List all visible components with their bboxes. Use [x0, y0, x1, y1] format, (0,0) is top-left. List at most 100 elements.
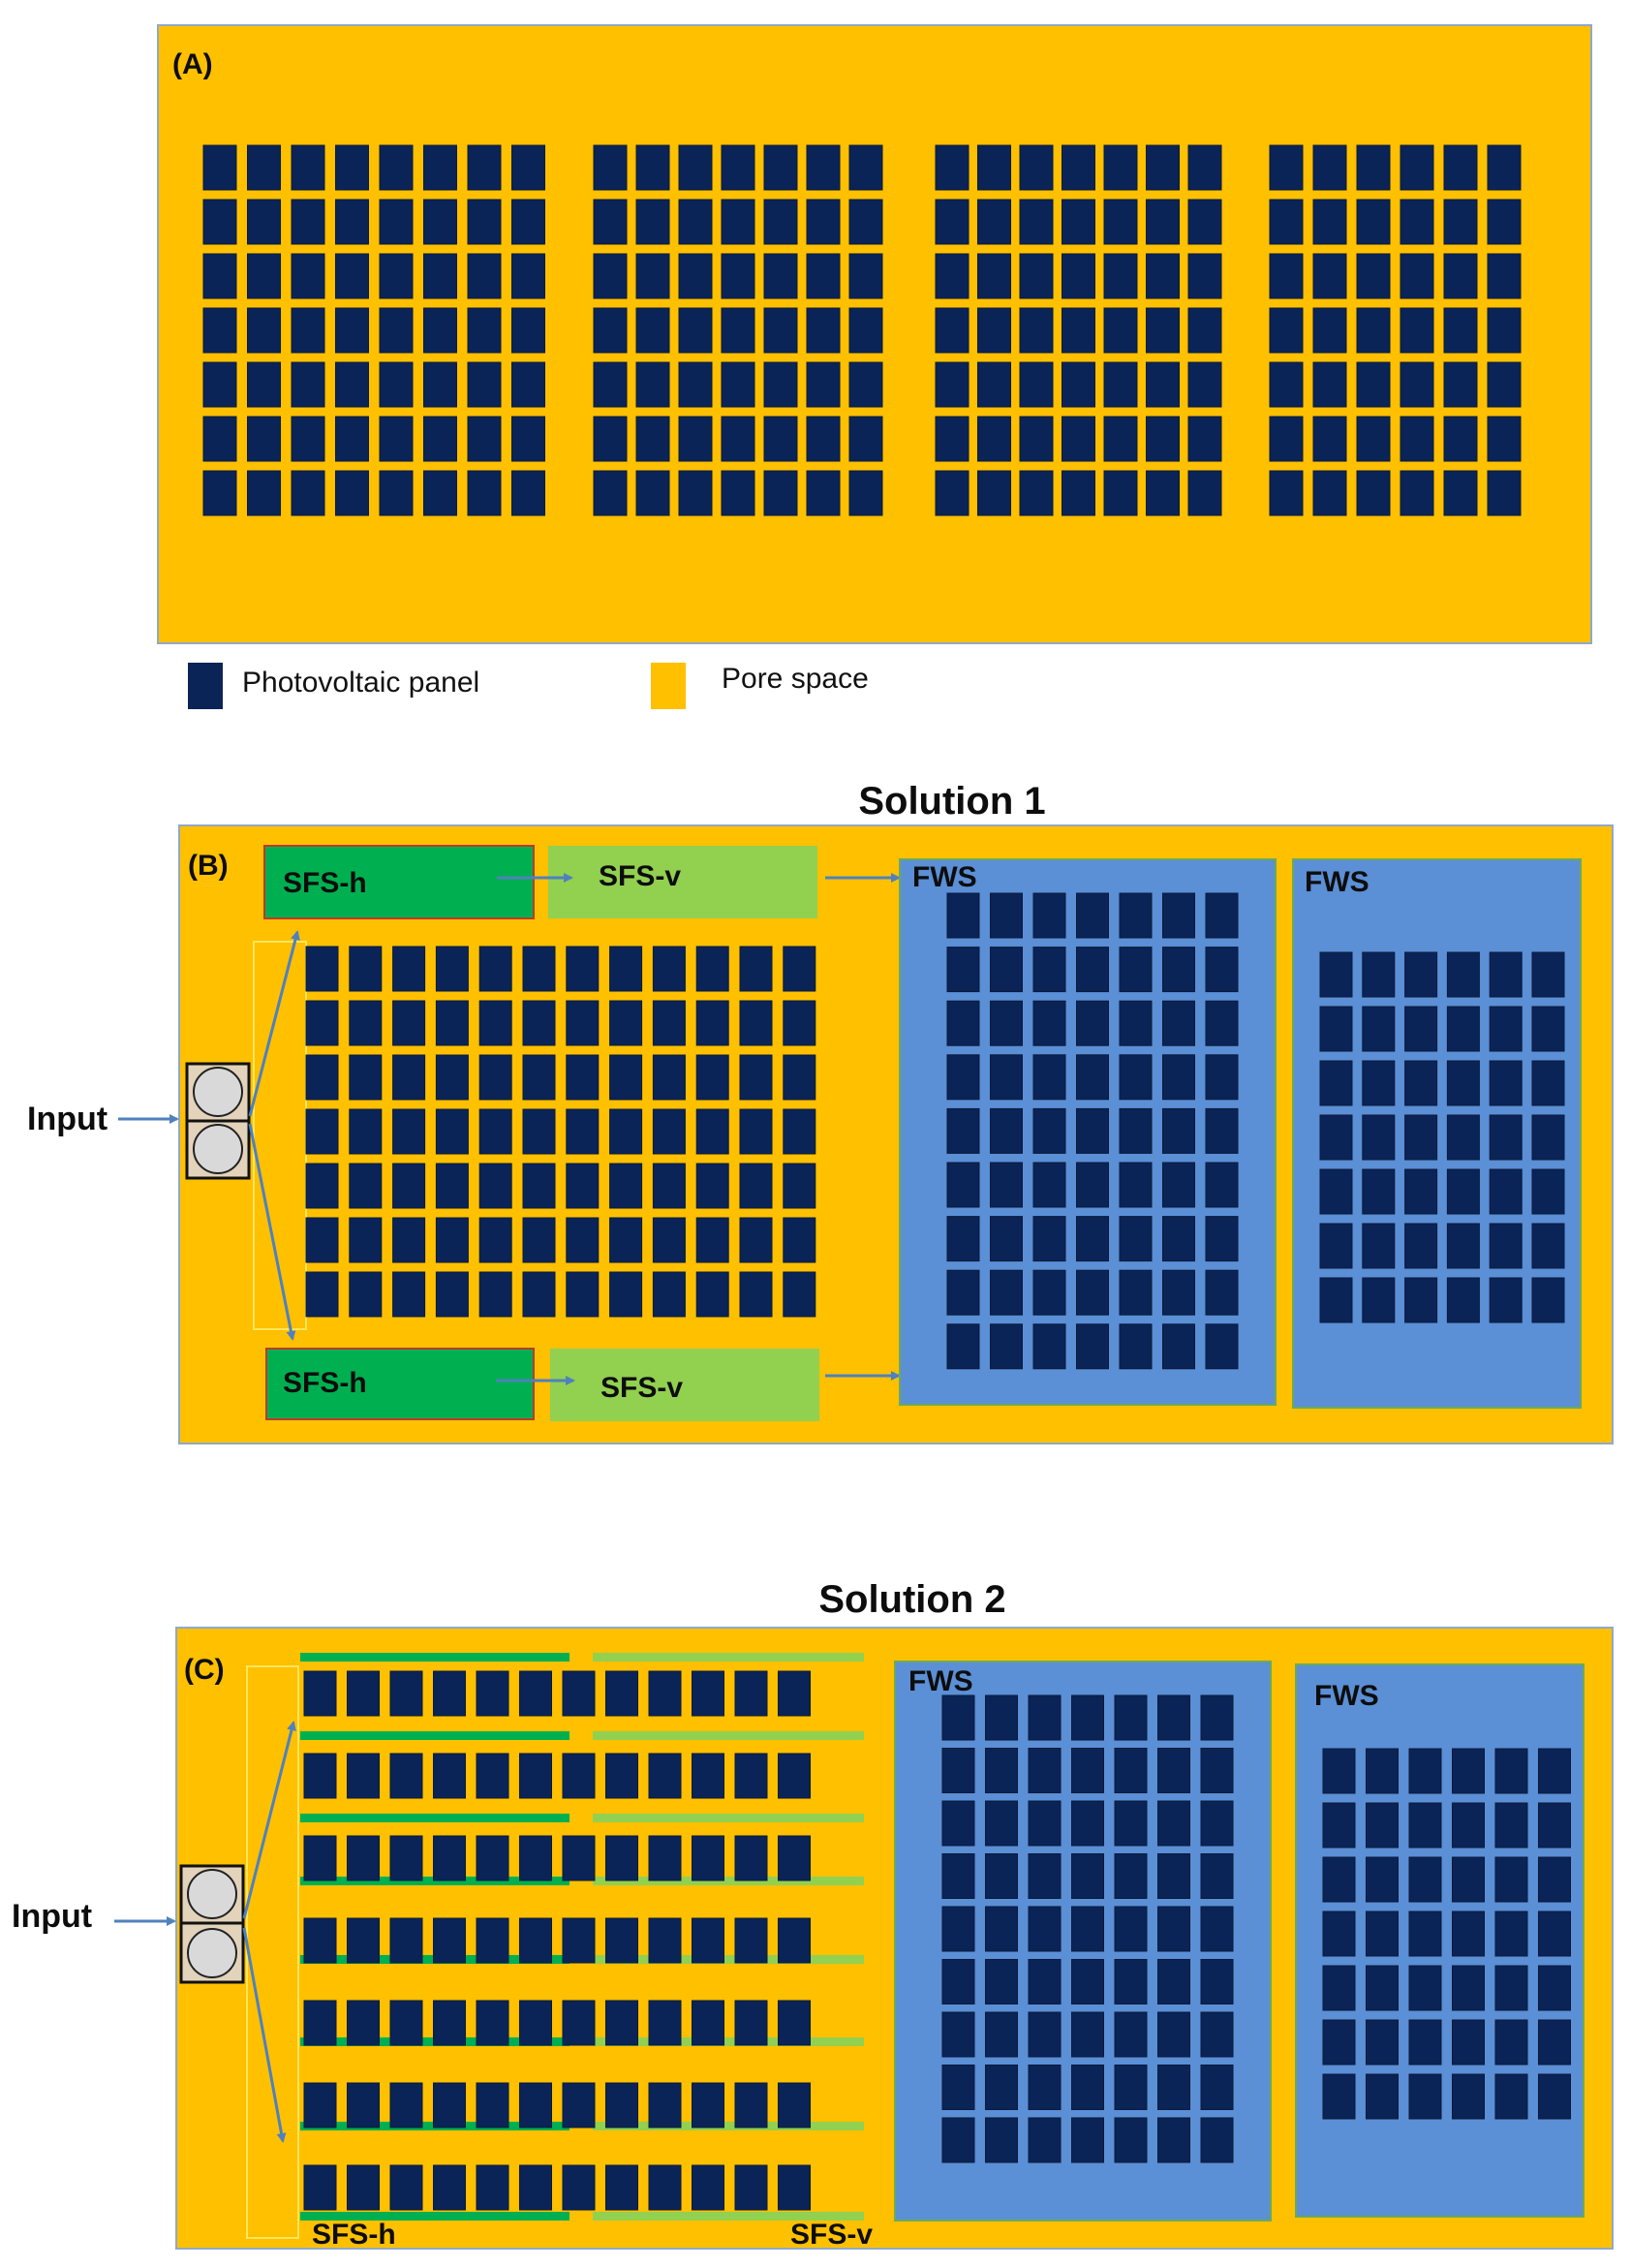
pv-panel — [522, 1108, 556, 1155]
pv-panel — [562, 2082, 596, 2128]
pv-panel — [1019, 307, 1054, 354]
pv-panel — [202, 361, 237, 408]
pv-panel — [1408, 2019, 1442, 2066]
pv-panel — [1076, 1269, 1109, 1316]
pv-panel — [734, 2082, 768, 2128]
pv-panel — [1205, 947, 1239, 993]
pv-panel — [1157, 1748, 1190, 1793]
pv-panel — [1538, 1911, 1571, 1957]
pv-panel — [1071, 2011, 1104, 2058]
pv-panel — [305, 1163, 339, 1209]
pv-panel — [1028, 2011, 1062, 2058]
pv-panel — [1119, 1323, 1153, 1370]
sfs-h-top-label: SFS-h — [283, 867, 367, 899]
pv-panel — [1538, 1965, 1571, 2011]
pv-panel — [1157, 1906, 1190, 1952]
pv-panel — [562, 1835, 596, 1881]
pv-panel — [1062, 144, 1095, 191]
pv-panel — [946, 1000, 980, 1046]
pv-panel — [247, 416, 281, 462]
pv-panel — [941, 2011, 975, 2058]
pv-panel — [1443, 470, 1478, 516]
pv-panel — [1487, 416, 1522, 462]
pv-panel — [695, 1000, 729, 1046]
pv-panel — [467, 253, 502, 299]
pv-panel — [1322, 1965, 1356, 2011]
pv-panel — [648, 2082, 682, 2128]
pv-panel — [392, 1000, 426, 1046]
pv-panel — [977, 361, 1011, 408]
pv-panel — [1103, 416, 1138, 462]
pv-panel — [1114, 2117, 1148, 2163]
pv-panel — [1400, 144, 1434, 191]
pv-panel — [1157, 2117, 1190, 2163]
pv-panel — [1200, 1694, 1234, 1741]
panel-c-fws-2-label: FWS — [1314, 1680, 1379, 1712]
pv-panel — [476, 1835, 509, 1881]
pv-panel — [1408, 1965, 1442, 2011]
pv-panel — [476, 2164, 509, 2211]
pv-panel — [1356, 470, 1391, 516]
pv-panel — [1205, 1162, 1239, 1208]
pv-panel — [435, 1217, 469, 1263]
pv-panel — [562, 2164, 596, 2211]
pv-panel — [977, 307, 1011, 354]
pv-panel — [1019, 144, 1054, 191]
pv-panel — [1443, 253, 1478, 299]
pv-panel — [247, 199, 281, 245]
pv-panel — [593, 199, 628, 245]
pv-panel — [848, 144, 883, 191]
pv-panel — [1356, 416, 1391, 462]
pv-panel — [848, 470, 883, 516]
pv-panel — [202, 144, 237, 191]
pv-panel — [985, 1748, 1018, 1793]
pv-panel — [778, 1670, 811, 1717]
pv-panel — [648, 1917, 682, 1964]
pv-panel — [1028, 2117, 1062, 2163]
pv-panel — [848, 253, 883, 299]
pv-panel — [1157, 1853, 1190, 1899]
pv-panel — [1366, 1802, 1399, 1849]
pv-panel — [335, 470, 369, 516]
pv-panel — [1119, 1000, 1153, 1046]
pv-panel — [1531, 951, 1565, 998]
pv-panel — [806, 307, 841, 354]
pv-panel — [1269, 416, 1304, 462]
pv-panel — [1032, 1107, 1066, 1154]
pv-panel — [941, 1748, 975, 1793]
pv-panel — [946, 1107, 980, 1154]
pv-panel — [1205, 1323, 1239, 1370]
panel-b: Solution 1 (B) SFS-h SFS-v SFS-h SFS-v F… — [27, 780, 1614, 1445]
pv-panel — [1494, 1965, 1528, 2011]
pv-panel — [678, 470, 713, 516]
pv-panel — [1452, 1911, 1485, 1957]
pv-panel — [1443, 144, 1478, 191]
pv-panel — [648, 2164, 682, 2211]
pv-panel — [303, 2000, 337, 2046]
pv-panel — [1487, 361, 1522, 408]
pv-panel — [389, 1835, 423, 1881]
pv-panel — [1146, 361, 1180, 408]
pv-panel — [305, 946, 339, 992]
pv-panel — [1356, 253, 1391, 299]
pv-panel — [734, 1835, 768, 1881]
pv-panel — [1487, 253, 1522, 299]
pv-panel — [941, 1800, 975, 1847]
pv-panel — [476, 1670, 509, 1717]
pv-panel — [990, 1162, 1023, 1208]
pv-panel — [566, 1271, 600, 1318]
panel-c-split-arrow-down — [242, 1927, 287, 2143]
pv-panel — [1119, 1216, 1153, 1262]
pv-panel — [566, 1054, 600, 1101]
pv-panel — [985, 1906, 1018, 1952]
pv-panel — [1103, 199, 1138, 245]
pv-panel — [522, 1271, 556, 1318]
pv-panel — [739, 1000, 773, 1046]
pv-panel — [1032, 1000, 1066, 1046]
pv-panel — [1446, 1168, 1480, 1215]
pv-panel — [1157, 2011, 1190, 2058]
pv-panel — [1019, 416, 1054, 462]
pv-panel — [1019, 361, 1054, 408]
pv-panel — [1269, 361, 1304, 408]
panel-b-title: Solution 1 — [858, 780, 1045, 823]
